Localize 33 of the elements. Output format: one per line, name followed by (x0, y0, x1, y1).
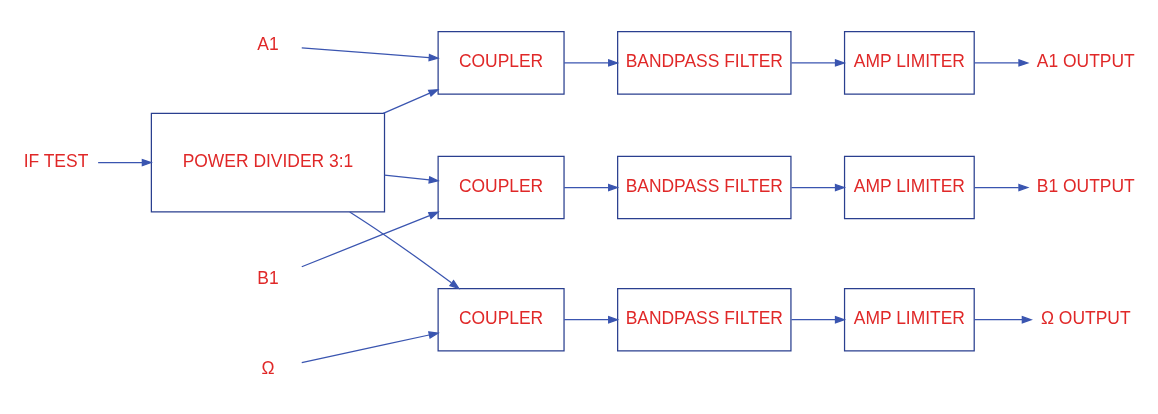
node-box: BANDPASS FILTER (617, 155, 792, 219)
arrow (383, 173, 440, 184)
node-box: AMP LIMITER (843, 30, 975, 95)
arrow (563, 315, 620, 324)
arrow (790, 183, 847, 191)
node-box: COUPLER (437, 287, 565, 351)
node-text: B1 (257, 267, 279, 288)
node-box: COUPLER (437, 155, 565, 219)
arrow (382, 88, 440, 114)
arrow (301, 211, 440, 267)
arrow (349, 210, 461, 289)
arrow (790, 315, 847, 324)
node-text: A1 (257, 33, 279, 54)
node-box: AMP LIMITER (843, 155, 975, 219)
arrow (97, 158, 153, 167)
arrow (973, 315, 1033, 324)
node-text: A1 OUTPUT (1036, 50, 1135, 71)
node-text: IF TEST (23, 150, 89, 171)
arrow (301, 46, 440, 61)
node-box: COUPLER (437, 30, 565, 95)
node-box: BANDPASS FILTER (617, 287, 792, 351)
node-box: AMP LIMITER (843, 287, 975, 351)
arrow (301, 330, 440, 363)
node-text: B1 OUTPUT (1036, 175, 1135, 196)
arrow (563, 183, 620, 191)
arrow (790, 58, 847, 67)
arrow (563, 58, 620, 67)
node-box: POWER DIVIDER 3:1 (150, 112, 386, 212)
node-text: Ω OUTPUT (1041, 307, 1131, 328)
arrow (973, 183, 1030, 191)
arrow (973, 58, 1030, 67)
node-box: BANDPASS FILTER (617, 30, 792, 95)
node-text: Ω (261, 357, 275, 378)
